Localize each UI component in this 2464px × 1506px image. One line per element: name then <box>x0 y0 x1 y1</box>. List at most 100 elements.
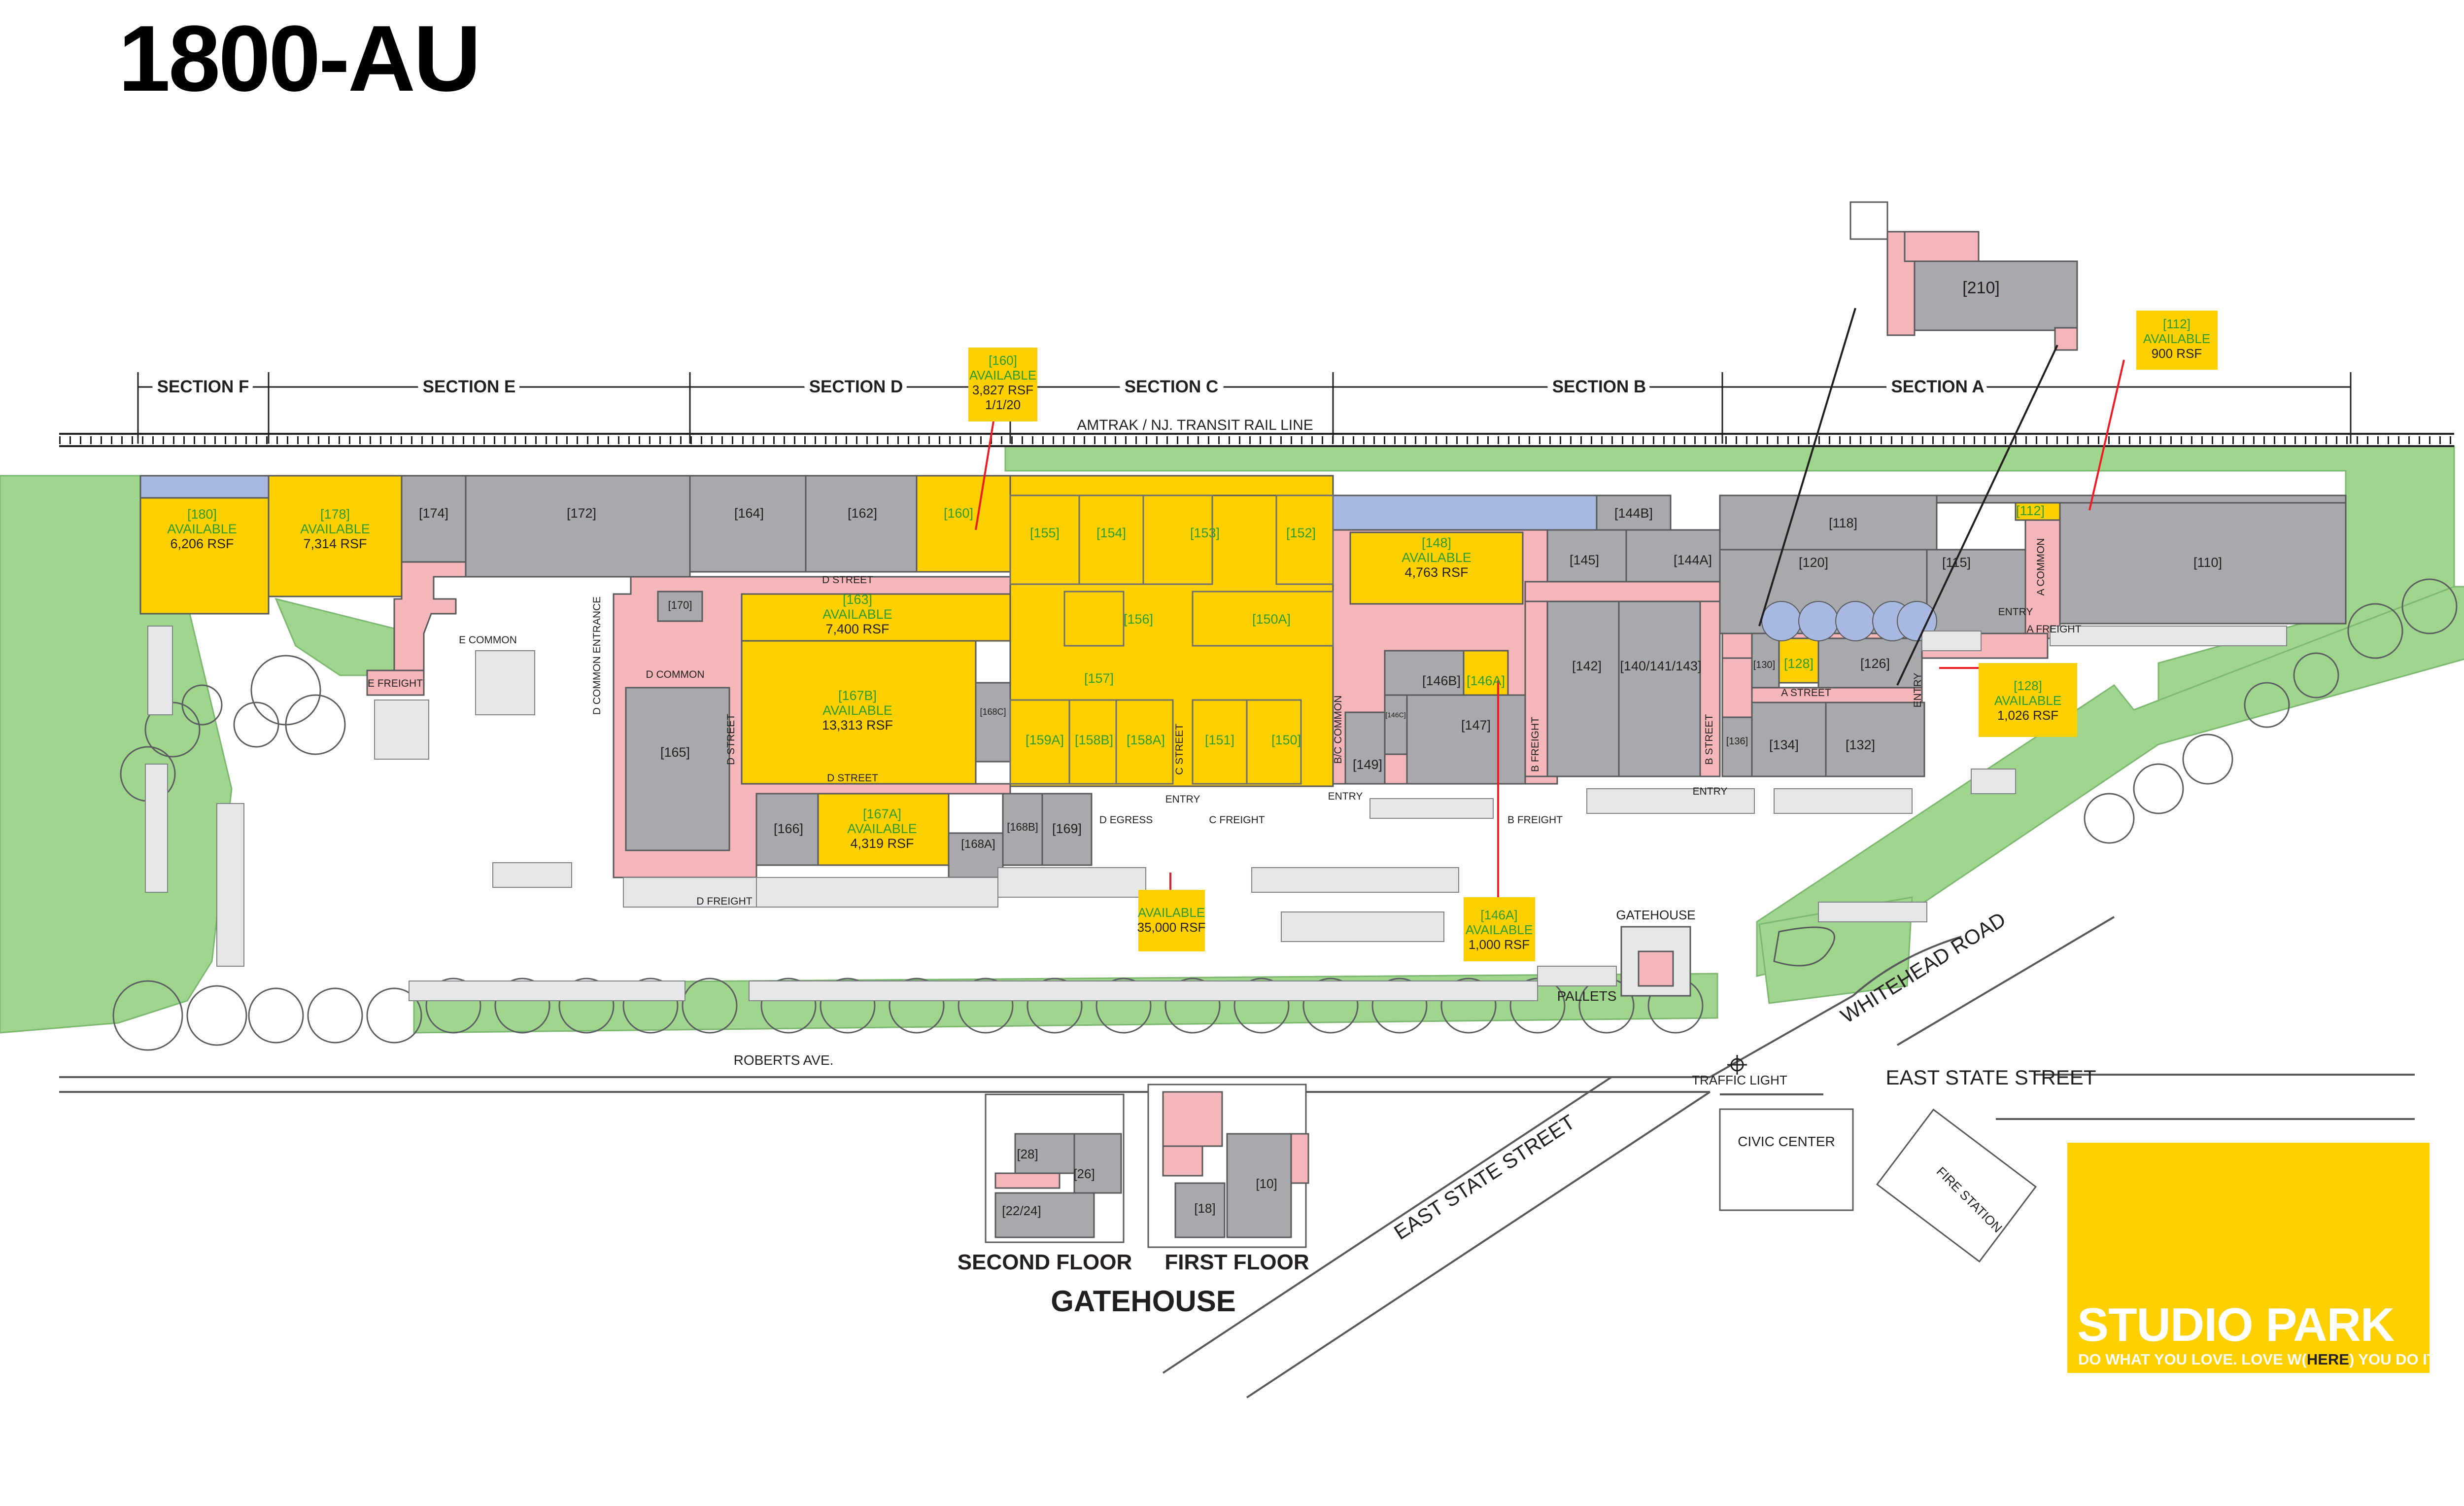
unit-164[interactable] <box>689 475 807 573</box>
callout-160[interactable]: [160] AVAILABLE 3,827 RSF 1/1/20 <box>968 348 1037 421</box>
unit-166-id: [166] <box>774 821 803 836</box>
entry-b-label: ENTRY <box>1693 786 1728 797</box>
unit-126[interactable] <box>1817 637 1923 689</box>
unit-132[interactable] <box>1825 701 1925 777</box>
rail-line-label: AMTRAK / NJ. TRANSIT RAIL LINE <box>1077 417 1313 433</box>
gatehouse-room-10: [10] <box>1256 1176 1277 1191</box>
unit-140-141-143[interactable] <box>1618 600 1701 777</box>
unit-128[interactable] <box>1778 637 1819 684</box>
section-d-label: SECTION D <box>809 377 903 396</box>
unit-160-id: [160] <box>944 506 973 521</box>
entry-bc-label: ENTRY <box>1328 791 1363 802</box>
traffic-light-icon <box>1727 1055 1747 1075</box>
unit-167a-id: [167A] <box>863 806 901 821</box>
unit-110[interactable] <box>2059 502 2347 625</box>
b-freight-label: B FREIGHT <box>1507 814 1563 826</box>
unit-178[interactable] <box>268 475 403 597</box>
unit-166[interactable] <box>755 793 819 866</box>
rail-line <box>59 433 2454 447</box>
unit-172[interactable] <box>465 475 691 578</box>
unit-157-id: [157] <box>1084 671 1114 686</box>
b-freight-vertical-label: B FREIGHT <box>1530 717 1541 772</box>
unit-146b-id: [146B] <box>1422 673 1461 688</box>
site-gatehouse <box>1620 926 1691 997</box>
civic-center-building <box>1719 1108 1854 1211</box>
callout-112[interactable]: [112] AVAILABLE 900 RSF <box>2136 311 2218 370</box>
unit-144b[interactable] <box>1596 494 1672 533</box>
civic-center-label: CIVIC CENTER <box>1738 1134 1835 1149</box>
e-common-corridor <box>393 561 467 676</box>
unit-167b-id: [167B] <box>838 688 877 703</box>
unit-148[interactable] <box>1349 531 1524 605</box>
b-street-label: B STREET <box>1704 714 1715 765</box>
callout-128-avail: AVAILABLE <box>1994 693 2061 708</box>
east-state-street-label: EAST STATE STREET <box>1885 1066 2096 1089</box>
gatehouse-room-18: [18] <box>1194 1201 1215 1216</box>
unit-126-id: [126] <box>1860 656 1890 671</box>
building-footprint <box>139 475 2347 878</box>
unit-167a[interactable] <box>817 793 950 866</box>
callout-112-id: [112] <box>2163 316 2190 331</box>
unit-149[interactable] <box>1344 711 1386 785</box>
entry-a-label: ENTRY <box>1998 606 2033 618</box>
unit-147[interactable] <box>1406 694 1526 785</box>
unit-159a-id: [159A] <box>1026 733 1064 747</box>
unit-163-id: [163] <box>843 592 872 607</box>
unit-160[interactable] <box>916 475 1011 573</box>
a-common-label: A COMMON <box>2035 538 2047 596</box>
unit-148-size: 4,763 RSF <box>1404 565 1468 580</box>
unit-163-avail: AVAILABLE <box>822 607 892 622</box>
unit-150-id: [150] <box>1271 733 1301 747</box>
callout-128[interactable]: [128] AVAILABLE 1,026 RSF <box>1979 663 2077 737</box>
d-street-top-label: D STREET <box>822 574 873 586</box>
callout-35000[interactable]: AVAILABLE 35,000 RSF <box>1137 890 1206 951</box>
a-freight-label: A FREIGHT <box>2027 624 2082 635</box>
unit-146c[interactable] <box>1384 694 1408 755</box>
unit-118[interactable] <box>1719 494 1938 551</box>
callout-112-avail: AVAILABLE <box>2143 331 2210 346</box>
unit-165[interactable] <box>625 687 730 851</box>
unit-180[interactable] <box>139 475 270 615</box>
unit-118-id: [118] <box>1829 516 1857 530</box>
callout-160-size: 3,827 RSF <box>972 383 1033 397</box>
unit-210-id: [210] <box>1962 279 2000 297</box>
unit-110-id: [110] <box>2193 555 2222 570</box>
unit-163-size: 7,400 RSF <box>825 622 889 636</box>
unit-180-avail: AVAILABLE <box>167 522 237 536</box>
callout-146a-avail: AVAILABLE <box>1466 922 1533 937</box>
unit-142-id: [142] <box>1572 659 1602 673</box>
unit-142[interactable] <box>1546 600 1620 777</box>
unit-170[interactable] <box>657 591 703 622</box>
unit-120-id: [120] <box>1799 555 1828 570</box>
callout-146a-id: [146A] <box>1480 908 1517 922</box>
trees <box>112 578 2458 1051</box>
unit-167a-avail: AVAILABLE <box>847 821 917 836</box>
callout-146a[interactable]: [146A] AVAILABLE 1,000 RSF <box>1464 897 1535 961</box>
unit-162-id: [162] <box>848 506 877 521</box>
callout-160-avail: AVAILABLE <box>969 368 1036 383</box>
section-e-label: SECTION E <box>423 377 516 396</box>
unit-169[interactable] <box>1041 793 1093 866</box>
unit-146c-id: [146C] <box>1385 711 1405 719</box>
unit-167b[interactable] <box>741 640 977 785</box>
unit-168a[interactable] <box>948 832 1004 878</box>
parking-stalls <box>145 626 2287 1001</box>
section-b-label: SECTION B <box>1552 377 1646 396</box>
unit-168b[interactable] <box>1002 793 1043 866</box>
gatehouse-site-label: GATEHOUSE <box>1616 908 1695 922</box>
unit-156-id: [156] <box>1124 612 1153 627</box>
callout-112-size: 900 RSF <box>2152 346 2202 361</box>
gatehouse-second-floor-label: SECOND FLOOR <box>958 1250 1132 1274</box>
unit-167a-size: 4,319 RSF <box>850 836 914 851</box>
unit-134[interactable] <box>1751 701 1827 777</box>
unit-136[interactable] <box>1721 716 1753 777</box>
unit-168c[interactable] <box>975 682 1011 763</box>
unit-172-id: [172] <box>567 506 596 521</box>
callout-160-date: 1/1/20 <box>985 397 1021 412</box>
unit-148-id: [148] <box>1422 535 1451 550</box>
unit-163[interactable] <box>741 593 1011 642</box>
unit-130-id: [130] <box>1753 660 1775 670</box>
unit-162[interactable] <box>805 475 918 573</box>
unit-174-id: [174] <box>419 506 448 521</box>
